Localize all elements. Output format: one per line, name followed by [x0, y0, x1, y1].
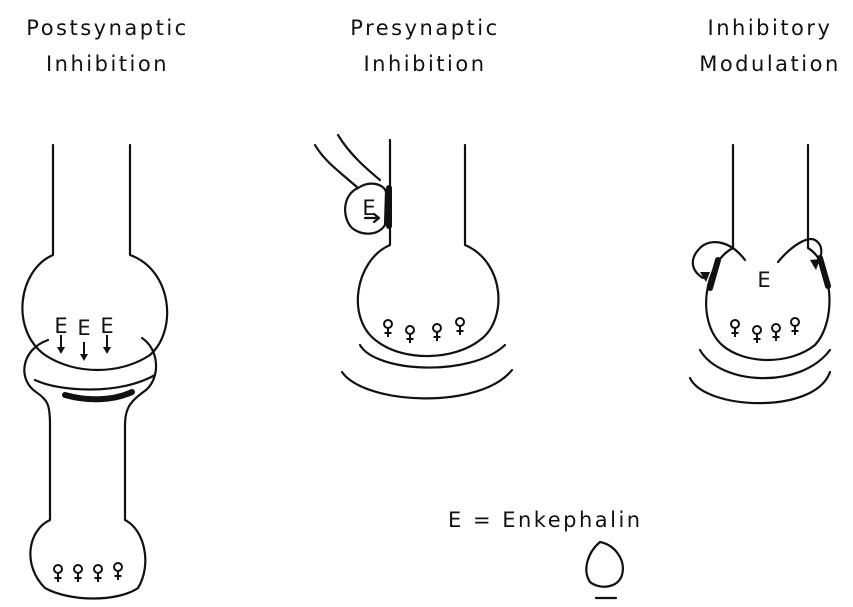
sketch-mark [586, 542, 622, 598]
enkephalin-label: E [362, 196, 375, 220]
presynaptic-panel: E [315, 135, 512, 398]
postsynaptic-cup-outer [690, 372, 830, 403]
postsynaptic-cup [700, 350, 830, 378]
autoreceptor-left [710, 260, 718, 288]
postsynaptic-cup-outer [342, 370, 512, 398]
receptor-membrane [65, 392, 132, 399]
release-arrow-icon [80, 342, 88, 361]
vesicle-icon [54, 565, 62, 582]
postsynaptic-neuron [24, 338, 156, 599]
enkephalin-label: E [54, 314, 67, 338]
vesicle-icon [384, 320, 392, 337]
vesicle-icon [753, 326, 761, 343]
vesicle-icon [791, 318, 799, 335]
enkephalin-label: E [757, 268, 770, 292]
vesicle-icon [74, 565, 82, 582]
enkephalin-axon [315, 145, 358, 188]
legend-enkephalin: E = Enkephalin [448, 508, 643, 532]
vesicle-icon [94, 565, 102, 582]
synaptic-cleft-edge [35, 375, 155, 390]
postsynaptic-panel: E E E [22, 145, 167, 599]
enkephalin-axon [338, 135, 380, 180]
vesicle-icon [731, 320, 739, 337]
enkephalin-label: E [77, 316, 90, 340]
autoreceptor-right [820, 258, 828, 286]
vesicle-icon [772, 324, 780, 341]
modulation-panel: E [690, 145, 830, 403]
vesicle-icon [406, 326, 414, 343]
enkephalin-label: E [100, 314, 113, 338]
axon-terminal-2 [358, 140, 499, 356]
vesicle-icon [456, 318, 464, 335]
axon-terminal-3 [706, 145, 829, 360]
vesicle-icon [114, 563, 122, 580]
axon-terminal-1 [22, 145, 167, 370]
vesicle-icon [433, 324, 441, 341]
